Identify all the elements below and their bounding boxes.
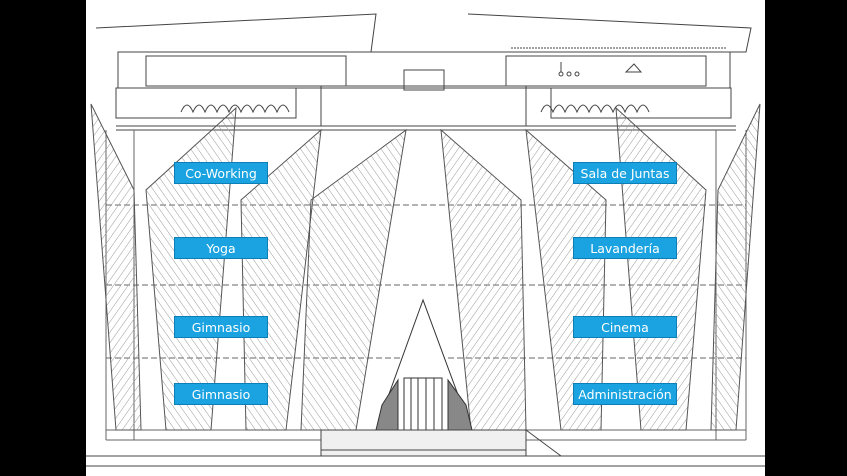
label-gimnasio-upper: Gimnasio [174,316,268,338]
central-entrance [375,298,473,431]
label-yoga: Yoga [174,237,268,259]
elevation-linework [86,13,765,467]
label-sala-de-juntas: Sala de Juntas [573,162,677,184]
label-co-working: Co-Working [174,162,268,184]
label-gimnasio-lower: Gimnasio [174,383,268,405]
label-administracion: Administración [573,383,677,405]
louver-panels [90,103,761,431]
roof-structure [95,13,752,131]
base-plinth [86,429,765,467]
label-lavanderia: Lavandería [573,237,677,259]
label-cinema: Cinema [573,316,677,338]
building-elevation-drawing: Co-Working Yoga Gimnasio Gimnasio Sala d… [86,0,765,476]
